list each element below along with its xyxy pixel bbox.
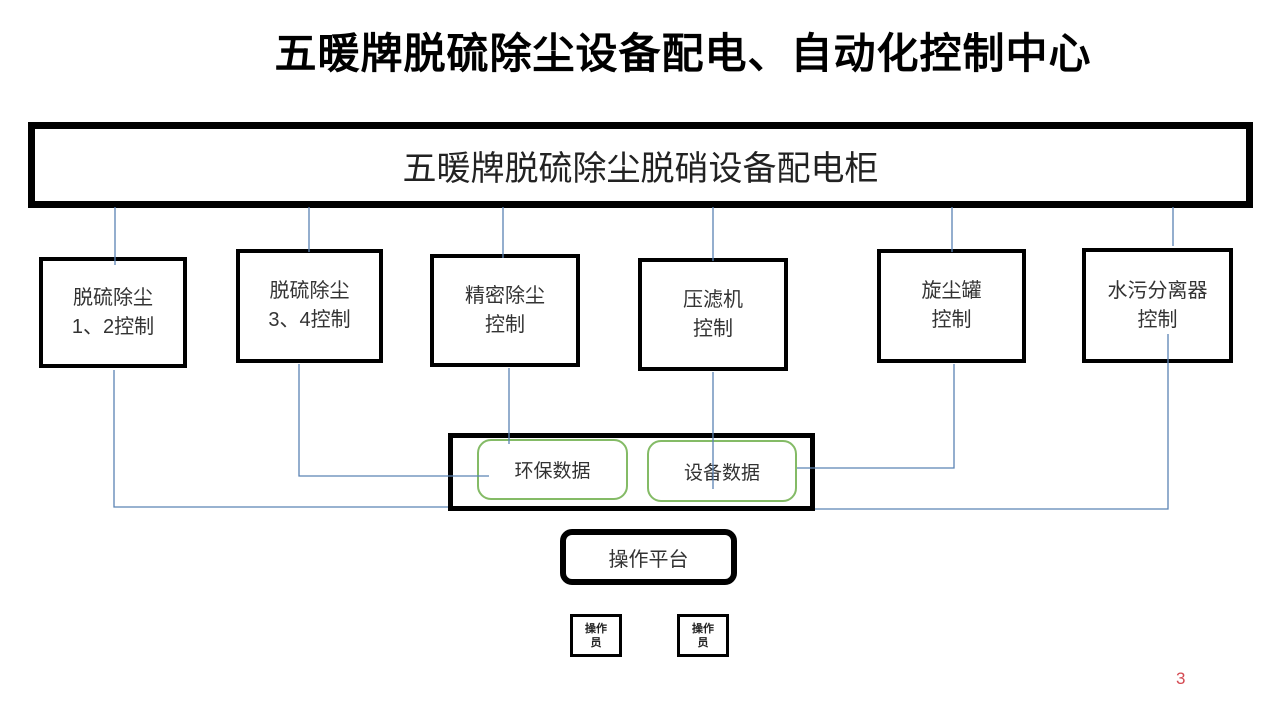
- operator-label-line1: 操作: [692, 622, 714, 635]
- control-box-desulfurization-1-2: 脱硫除尘 1、2控制: [39, 257, 187, 368]
- page-number: 3: [1176, 669, 1186, 688]
- operator-label-line1: 操作: [585, 622, 607, 635]
- control-box-filter-press: 压滤机 控制: [638, 258, 788, 371]
- device-data-label: 设备数据: [683, 462, 760, 484]
- control-box-label-line1: 旋尘罐: [921, 280, 982, 302]
- control-box-label-line2: 控制: [693, 317, 733, 340]
- slide-title: 五暖牌脱硫除尘设备配电、自动化控制中心: [274, 30, 1092, 77]
- operation-platform-label: 操作平台: [608, 548, 689, 571]
- operator-box-2: 操作 员: [677, 614, 729, 657]
- control-box-label-line2: 控制: [485, 313, 525, 336]
- main-cabinet-box: 五暖牌脱硫除尘脱硝设备配电柜: [28, 122, 1253, 208]
- operator-box-1: 操作 员: [570, 614, 622, 657]
- control-box-label-line2: 1、2控制: [71, 315, 155, 338]
- control-box-label-line2: 控制: [931, 309, 972, 331]
- control-box-label-line1: 精密除尘: [465, 284, 545, 307]
- control-box-label-line1: 脱硫除尘: [269, 280, 350, 302]
- operator-label-line2: 员: [697, 636, 709, 649]
- operation-platform-box: 操作平台: [560, 529, 737, 585]
- control-box-cyclone-tank: 旋尘罐 控制: [877, 249, 1026, 363]
- control-box-desulfurization-3-4: 脱硫除尘 3、4控制: [236, 249, 383, 363]
- control-box-label-line2: 3、4控制: [268, 309, 351, 331]
- env-data-label: 环保数据: [514, 461, 591, 482]
- device-data-box: 设备数据: [647, 440, 797, 502]
- main-cabinet-label: 五暖牌脱硫除尘脱硝设备配电柜: [402, 149, 879, 188]
- control-box-precision-dust: 精密除尘 控制: [430, 254, 580, 367]
- control-box-label-line1: 脱硫除尘: [73, 286, 153, 309]
- connector-line: [113, 370, 448, 508]
- control-box-label-line2: 控制: [1137, 308, 1178, 331]
- connector-line: [797, 364, 955, 469]
- env-data-box: 环保数据: [477, 439, 628, 500]
- operator-label-line2: 员: [590, 636, 602, 649]
- control-box-water-separator: 水污分离器 控制: [1082, 248, 1233, 363]
- control-box-label-line1: 水污分离器: [1107, 279, 1208, 302]
- control-box-label-line1: 压滤机: [683, 288, 743, 311]
